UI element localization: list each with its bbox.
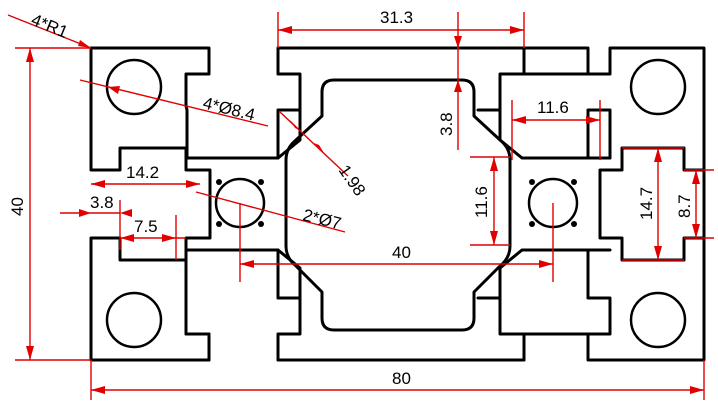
left-channel-low [276, 248, 302, 300]
center-bottom [276, 296, 526, 362]
label-top-slot: 31.3 [380, 8, 413, 27]
right-lower-slot [522, 332, 590, 362]
label-overall-height: 40 [8, 197, 27, 216]
label-right-height: 14.7 [637, 187, 656, 220]
label-overall-width: 80 [392, 369, 411, 388]
label-right-slot: 11.6 [537, 98, 569, 117]
label-chamfer: 1.98 [335, 161, 370, 199]
left-lower-slot [184, 248, 302, 362]
profile-outline [89, 46, 706, 362]
label-large-hole-dia: 4*Ø8.4 [201, 93, 257, 124]
right-channel-low [498, 248, 612, 300]
label-left-offset: 14.2 [126, 163, 159, 182]
right-upper-slot [522, 46, 590, 76]
label-inner-gap: 11.6 [472, 186, 491, 218]
hole-top-right [629, 58, 687, 116]
right-channel [498, 108, 612, 160]
label-left-slot: 7.5 [134, 217, 158, 236]
hole-bottom-left [105, 291, 163, 349]
label-slot-depth: 3.8 [437, 112, 456, 136]
hole-bottom-right [629, 291, 687, 349]
dimension-labels: 4*R1 4*Ø8.4 2*Ø7 1.98 31.3 3.8 11.6 11.6… [8, 8, 694, 388]
label-left-small: 3.8 [90, 193, 114, 212]
label-small-hole-dia: 2*Ø7 [301, 205, 343, 233]
label-center-width: 40 [392, 243, 411, 262]
left-channel [276, 108, 302, 160]
center-top [276, 46, 526, 112]
label-fillet-radius: 4*R1 [29, 10, 71, 42]
holes [105, 58, 687, 349]
label-right-small: 8.7 [675, 194, 694, 218]
left-block [89, 46, 302, 362]
dimensions [7, 12, 714, 400]
center-chamber [284, 78, 512, 332]
